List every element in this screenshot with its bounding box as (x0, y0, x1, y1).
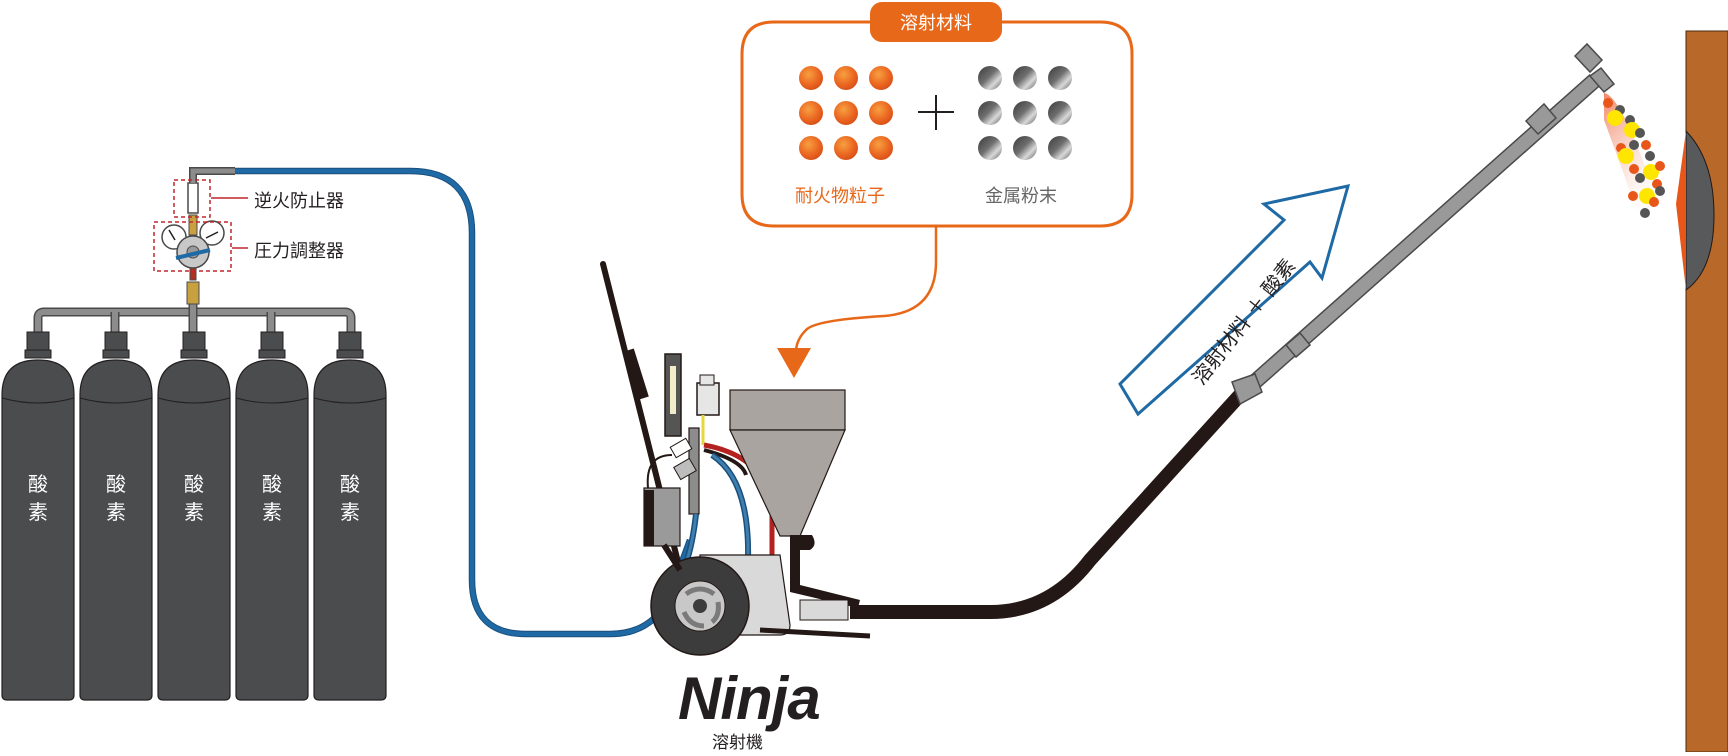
spray-particle (1628, 191, 1638, 201)
pressure-regulator-callout (153, 221, 248, 272)
spray-particle (1643, 164, 1659, 180)
spray-lance (1231, 42, 1616, 406)
oxygen-cylinder (313, 331, 387, 701)
metal-particles (978, 66, 1072, 160)
spray-particle (1635, 128, 1645, 138)
refractory-label: 耐火物粒子 (795, 186, 885, 207)
cylinder-label: 酸素 (184, 472, 204, 524)
spray-plume (1603, 93, 1665, 240)
oxygen-manifold (33, 290, 356, 340)
spraying-machine (600, 261, 871, 656)
materials-title: 溶射材料 (900, 13, 972, 34)
regulator-assembly (161, 167, 235, 305)
plus-icon (918, 95, 954, 130)
material-hose (850, 390, 1246, 619)
oxygen-cylinder (79, 331, 153, 701)
pressure-gauge-icon (199, 220, 225, 246)
metal-particle (1013, 101, 1037, 125)
metal-particle (978, 66, 1002, 90)
spray-particle (1629, 164, 1639, 174)
metal-particle (1048, 66, 1072, 90)
metal-particle (1048, 136, 1072, 160)
refractory-particle (799, 66, 823, 90)
spray-particle (1649, 197, 1659, 207)
machine-subtitle: 溶射機 (712, 733, 763, 753)
spray-particle (1655, 161, 1665, 171)
refractory-particles (799, 66, 893, 160)
refractory-particle (869, 101, 893, 125)
oxygen-cylinder (1, 331, 75, 701)
metal-powder-label: 金属粉末 (985, 186, 1057, 207)
spray-particle (1640, 208, 1650, 218)
spray-particle (1641, 140, 1651, 150)
refractory-particle (799, 101, 823, 125)
cylinder-label: 酸素 (28, 472, 48, 524)
metal-particle (1013, 136, 1037, 160)
brand-logo: Ninja (678, 665, 821, 732)
metal-particle (978, 136, 1002, 160)
refractory-particle (869, 66, 893, 90)
spray-particle (1603, 98, 1613, 108)
hopper (729, 389, 846, 431)
refractory-particle (869, 136, 893, 160)
spray-particle (1618, 148, 1634, 164)
refractory-particle (834, 101, 858, 125)
spray-particle (1645, 151, 1655, 161)
flow-arrow-outline (1118, 184, 1351, 417)
refractory-particle (834, 66, 858, 90)
spray-particle (1607, 110, 1623, 126)
metal-particle (978, 101, 1002, 125)
feed-arrow-line (794, 226, 938, 353)
oxygen-cylinder (157, 331, 231, 701)
refractory-particle (834, 136, 858, 160)
cylinder-label: 酸素 (106, 472, 126, 524)
spray-particle (1635, 173, 1645, 183)
oxygen-cylinder (235, 331, 309, 701)
cylinder-label: 酸素 (262, 472, 282, 524)
feed-arrow-head (777, 348, 811, 378)
metal-particle (1048, 101, 1072, 125)
flashback-arrestor-icon (187, 182, 199, 214)
oxygen-cylinders (1, 331, 387, 701)
spray-particle (1655, 186, 1665, 196)
spray-particle (1629, 140, 1639, 150)
cylinder-label: 酸素 (340, 472, 360, 524)
furnace-wall (1676, 30, 1728, 753)
pressure-regulator-label: 圧力調整器 (254, 241, 344, 262)
metal-particle (1013, 66, 1037, 90)
refractory-particle (799, 136, 823, 160)
materials-title-badge (870, 2, 1002, 42)
flashback-arrestor-label: 逆火防止器 (254, 191, 344, 212)
flashback-arrestor-callout (173, 179, 248, 218)
lance-nozzle (1588, 66, 1616, 94)
materials-panel (740, 2, 1134, 378)
